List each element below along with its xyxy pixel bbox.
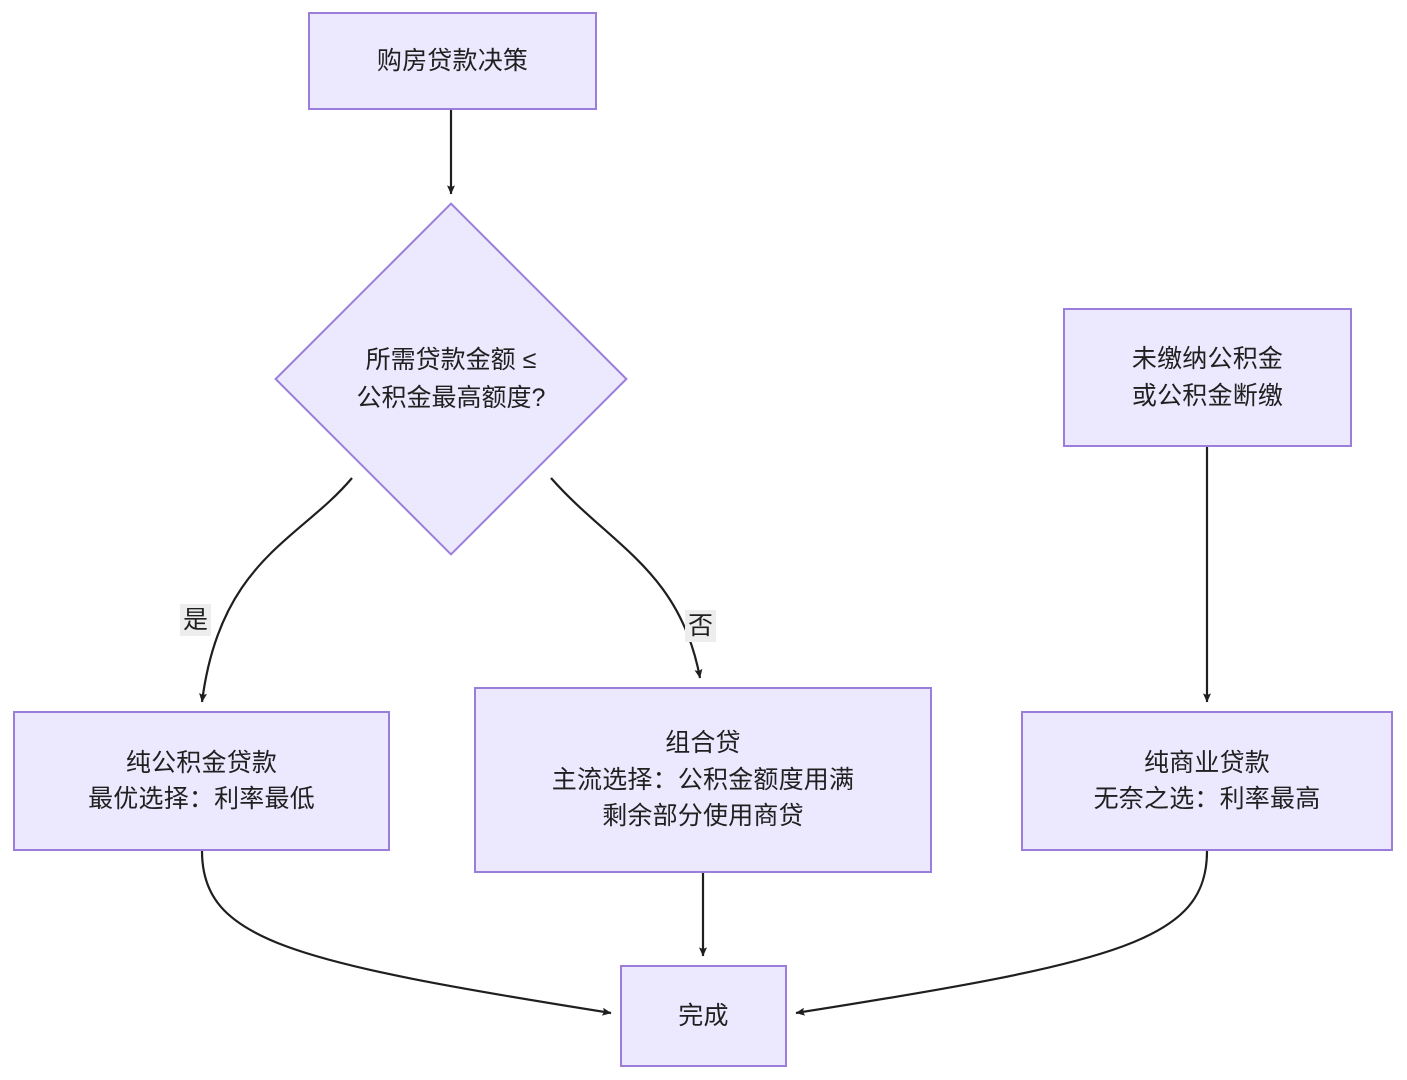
edge-pure-fund-loan-to-done: [200, 850, 612, 1016]
node-start-line-1: 购房贷款决策: [376, 46, 529, 75]
node-no-fund-line-2: 或公积金断缴: [1131, 381, 1284, 410]
node-done[interactable]: 完成: [620, 965, 787, 1067]
node-combo-loan-line-1: 组合贷: [665, 729, 741, 758]
node-decision-line-2: 公积金最高额度?: [356, 384, 546, 412]
node-pure-fund-loan[interactable]: 纯公积金贷款 最优选择：利率最低: [13, 711, 390, 851]
node-combo-loan-line-3: 剩余部分使用商贷: [602, 802, 804, 831]
edge-decision-to-pure-fund-loan: [199, 477, 353, 703]
node-combo-loan[interactable]: 组合贷 主流选择：公积金额度用满 剩余部分使用商贷: [474, 687, 932, 873]
node-pure-fund-loan-line-1: 纯公积金贷款: [125, 748, 278, 777]
node-no-fund[interactable]: 未缴纳公积金 或公积金断缴: [1063, 308, 1352, 447]
edge-label-no: 否: [685, 610, 717, 642]
node-done-line-1: 完成: [678, 1001, 729, 1030]
node-pure-commercial-loan-line-2: 无奈之选：利率最高: [1093, 785, 1321, 813]
edge-label-yes: 是: [180, 604, 212, 636]
node-decision-line-1: 所需贷款金额 ≤: [365, 346, 537, 374]
edge-decision-to-combo-loan: [550, 477, 703, 679]
edge-pure-commercial-loan-to-done: [795, 850, 1209, 1016]
node-pure-commercial-loan[interactable]: 纯商业贷款 无奈之选：利率最高: [1021, 711, 1393, 851]
node-no-fund-line-1: 未缴纳公积金: [1131, 345, 1284, 373]
node-decision[interactable]: 所需贷款金额 ≤ 公积金最高额度?: [274, 202, 628, 556]
node-pure-fund-loan-line-2: 最优选择：利率最低: [88, 785, 315, 813]
node-start[interactable]: 购房贷款决策: [308, 12, 597, 110]
node-combo-loan-line-2: 主流选择：公积金额度用满: [551, 765, 855, 794]
decision-diamond-label: 所需贷款金额 ≤ 公积金最高额度?: [221, 254, 681, 504]
node-pure-commercial-loan-line-1: 纯商业贷款: [1143, 748, 1270, 777]
